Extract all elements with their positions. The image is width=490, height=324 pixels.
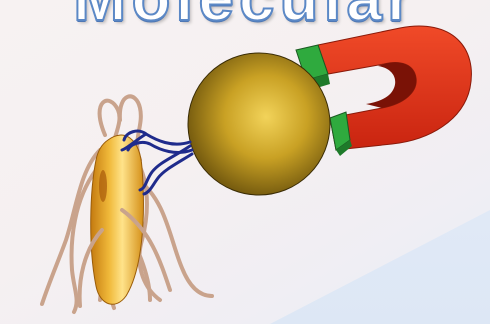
magnetic-bead-icon [188,53,330,195]
